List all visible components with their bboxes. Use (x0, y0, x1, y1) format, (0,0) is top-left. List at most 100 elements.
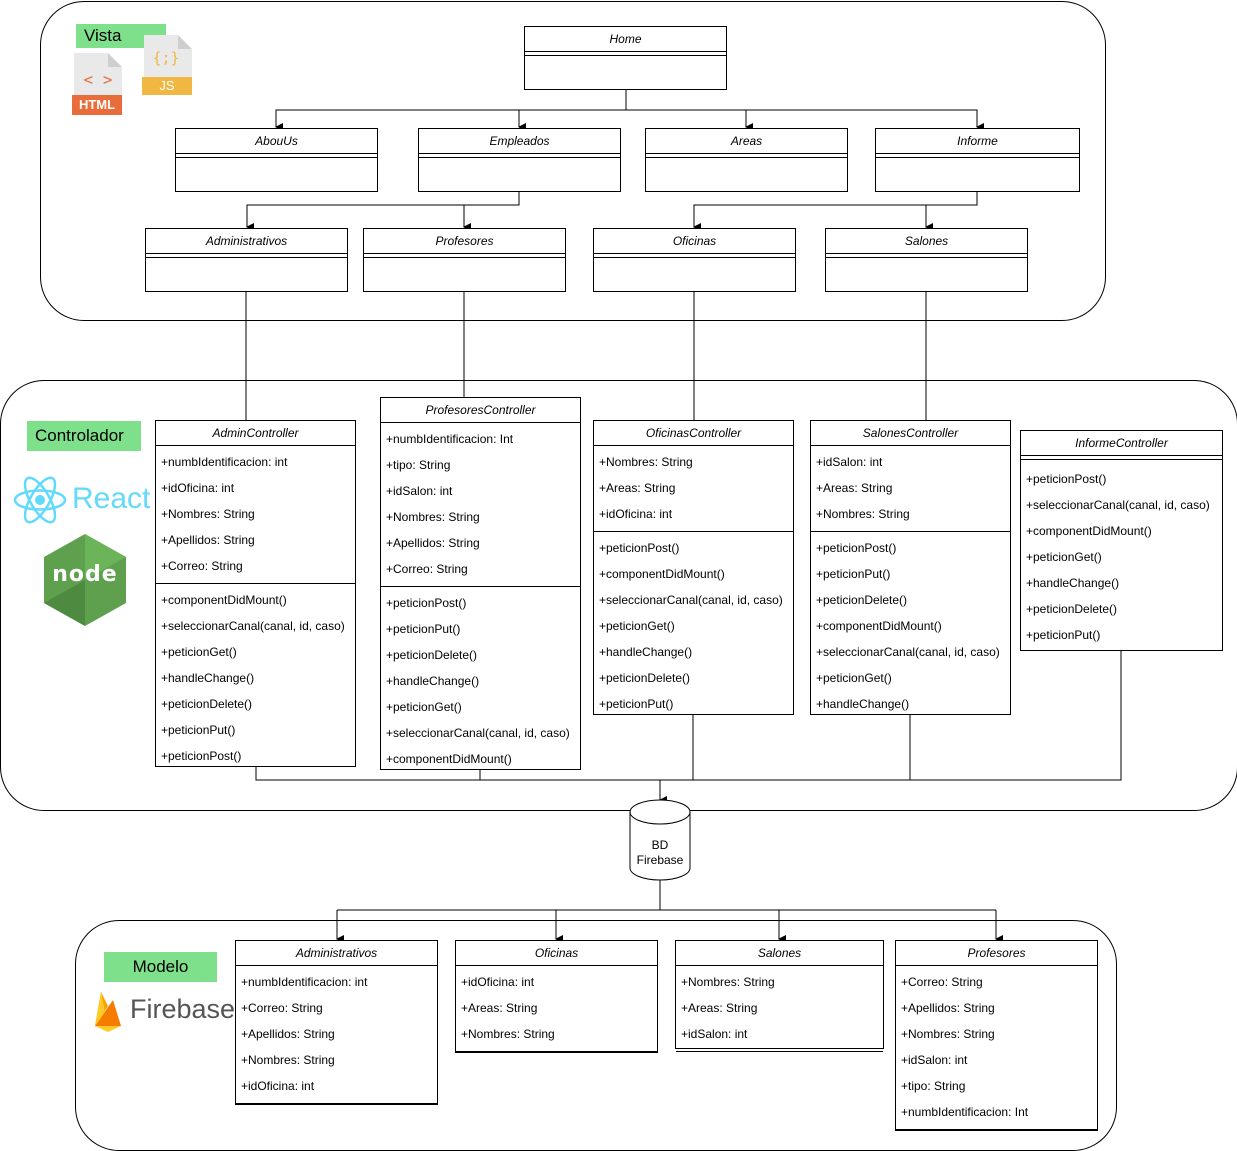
attribute: +idOficina: int (241, 1079, 315, 1093)
class-title: Empleados (419, 129, 620, 154)
attribute: +tipo: String (901, 1079, 966, 1093)
attribute: +numbIdentificacion: Int (901, 1105, 1029, 1119)
firebase-logo-text: Firebase (130, 994, 236, 1024)
attribute: +Nombres: String (386, 510, 480, 524)
class-title: Administrativos (146, 229, 347, 254)
attribute: +Nombres: String (241, 1053, 335, 1067)
oficinas-model-class: Oficinas +idOficina: int +Areas: String … (455, 940, 658, 1053)
nodejs-logo-text: node (52, 562, 118, 587)
database-name: BD (651, 838, 669, 852)
operation: +componentDidMount() (386, 752, 512, 766)
profesores-controller-class: ProfesoresController +numbIdentificacion… (380, 397, 581, 770)
class-title: AbouUs (176, 129, 377, 154)
operation: +handleChange() (816, 697, 910, 711)
class-title: Administrativos (236, 941, 437, 966)
operation: +handleChange() (1026, 576, 1120, 590)
class-title: Salones (826, 229, 1027, 254)
attribute: +Areas: String (461, 1001, 538, 1015)
operation: +peticionPut() (386, 622, 461, 636)
administrativos-view-class: Administrativos (145, 228, 348, 292)
react-logo-text: React (72, 482, 151, 515)
modelo-tag: Modelo (104, 952, 217, 982)
operation: +peticionPut() (816, 567, 891, 581)
html-badge: HTML (78, 97, 116, 112)
attribute: +idSalon: int (681, 1027, 748, 1041)
operation: +handleChange() (599, 645, 693, 659)
class-title: Oficinas (594, 229, 795, 254)
js-badge: JS (159, 78, 175, 93)
operation: +peticionDelete() (161, 697, 253, 711)
svg-text:{;}: {;} (152, 49, 179, 67)
class-title: Informe (876, 129, 1079, 154)
react-logo-icon (12, 474, 68, 526)
attribute: +numbIdentificacion: int (241, 975, 368, 989)
controlador-tag: Controlador (27, 421, 141, 451)
attribute: +Apellidos: String (241, 1027, 335, 1041)
class-title: ProfesoresController (381, 398, 580, 423)
operation: +handleChange() (161, 671, 255, 685)
class-title: Profesores (364, 229, 565, 254)
class-title: Home (525, 27, 726, 52)
operation: +componentDidMount() (816, 619, 942, 633)
aboutus-class: AbouUs (175, 128, 378, 192)
js-file-icon: {;} JS (142, 33, 194, 97)
attribute: +Correo: String (901, 975, 983, 989)
class-title: Areas (646, 129, 847, 154)
attribute: +Nombres: String (901, 1027, 995, 1041)
areas-class: Areas (645, 128, 848, 192)
operation: +seleccionarCanal(canal, id, caso) (1026, 498, 1210, 512)
operation: +seleccionarCanal(canal, id, caso) (386, 726, 570, 740)
operation: +componentDidMount() (599, 567, 725, 581)
attribute: +Areas: String (816, 481, 893, 495)
attribute: +idOficina: int (599, 507, 673, 521)
operation: +seleccionarCanal(canal, id, caso) (816, 645, 1000, 659)
class-title: InformeController (1021, 431, 1222, 456)
operation: +handleChange() (386, 674, 480, 688)
operation: +peticionPut() (161, 723, 236, 737)
operation: +seleccionarCanal(canal, id, caso) (599, 593, 783, 607)
svg-text:< >: < > (84, 70, 113, 89)
attribute: +Nombres: String (681, 975, 775, 989)
operation: +peticionPost() (816, 541, 897, 555)
admin-controller-class: AdminController +numbIdentificacion: int… (155, 420, 356, 767)
operation: +peticionPut() (599, 697, 674, 711)
operation: +peticionDelete() (599, 671, 691, 685)
attribute: +idSalon: int (901, 1053, 968, 1067)
database-label: BD Firebase (630, 838, 690, 868)
attribute: +Nombres: String (161, 507, 255, 521)
profesores-model-class: Profesores +Correo: String +Apellidos: S… (895, 940, 1098, 1131)
attribute: +Areas: String (599, 481, 676, 495)
attribute: +Correo: String (386, 562, 468, 576)
informe-class: Informe (875, 128, 1080, 192)
salones-controller-class: SalonesController +idSalon: int +Areas: … (810, 420, 1011, 715)
database-cylinder (629, 799, 691, 881)
home-class: Home (524, 26, 727, 90)
attribute: +numbIdentificacion: Int (386, 432, 514, 446)
operation: +peticionDelete() (816, 593, 908, 607)
class-title: OficinasController (594, 421, 793, 446)
attribute: +Nombres: String (816, 507, 910, 521)
nodejs-logo-icon: node (40, 532, 130, 628)
attribute: +Nombres: String (461, 1027, 555, 1041)
salones-view-class: Salones (825, 228, 1028, 292)
attribute: +idSalon: int (816, 455, 883, 469)
operation: +peticionDelete() (386, 648, 478, 662)
operation: +peticionPost() (599, 541, 680, 555)
class-title: Profesores (896, 941, 1097, 966)
database-type: Firebase (636, 853, 684, 867)
operation: +componentDidMount() (161, 593, 287, 607)
firebase-logo-icon (93, 990, 123, 1032)
oficinas-controller-class: OficinasController +Nombres: String +Are… (593, 420, 794, 715)
attribute: +Apellidos: String (161, 533, 255, 547)
salones-model-class: Salones +Nombres: String +Areas: String … (675, 940, 884, 1052)
operation: +peticionGet() (161, 645, 237, 659)
class-title: AdminController (156, 421, 355, 446)
attribute: +idOficina: int (161, 481, 235, 495)
operation: +peticionGet() (599, 619, 675, 633)
operation: +peticionGet() (816, 671, 892, 685)
attribute: +numbIdentificacion: int (161, 455, 288, 469)
attribute: +tipo: String (386, 458, 451, 472)
operation: +peticionDelete() (1026, 602, 1118, 616)
operation: +peticionPost() (386, 596, 467, 610)
